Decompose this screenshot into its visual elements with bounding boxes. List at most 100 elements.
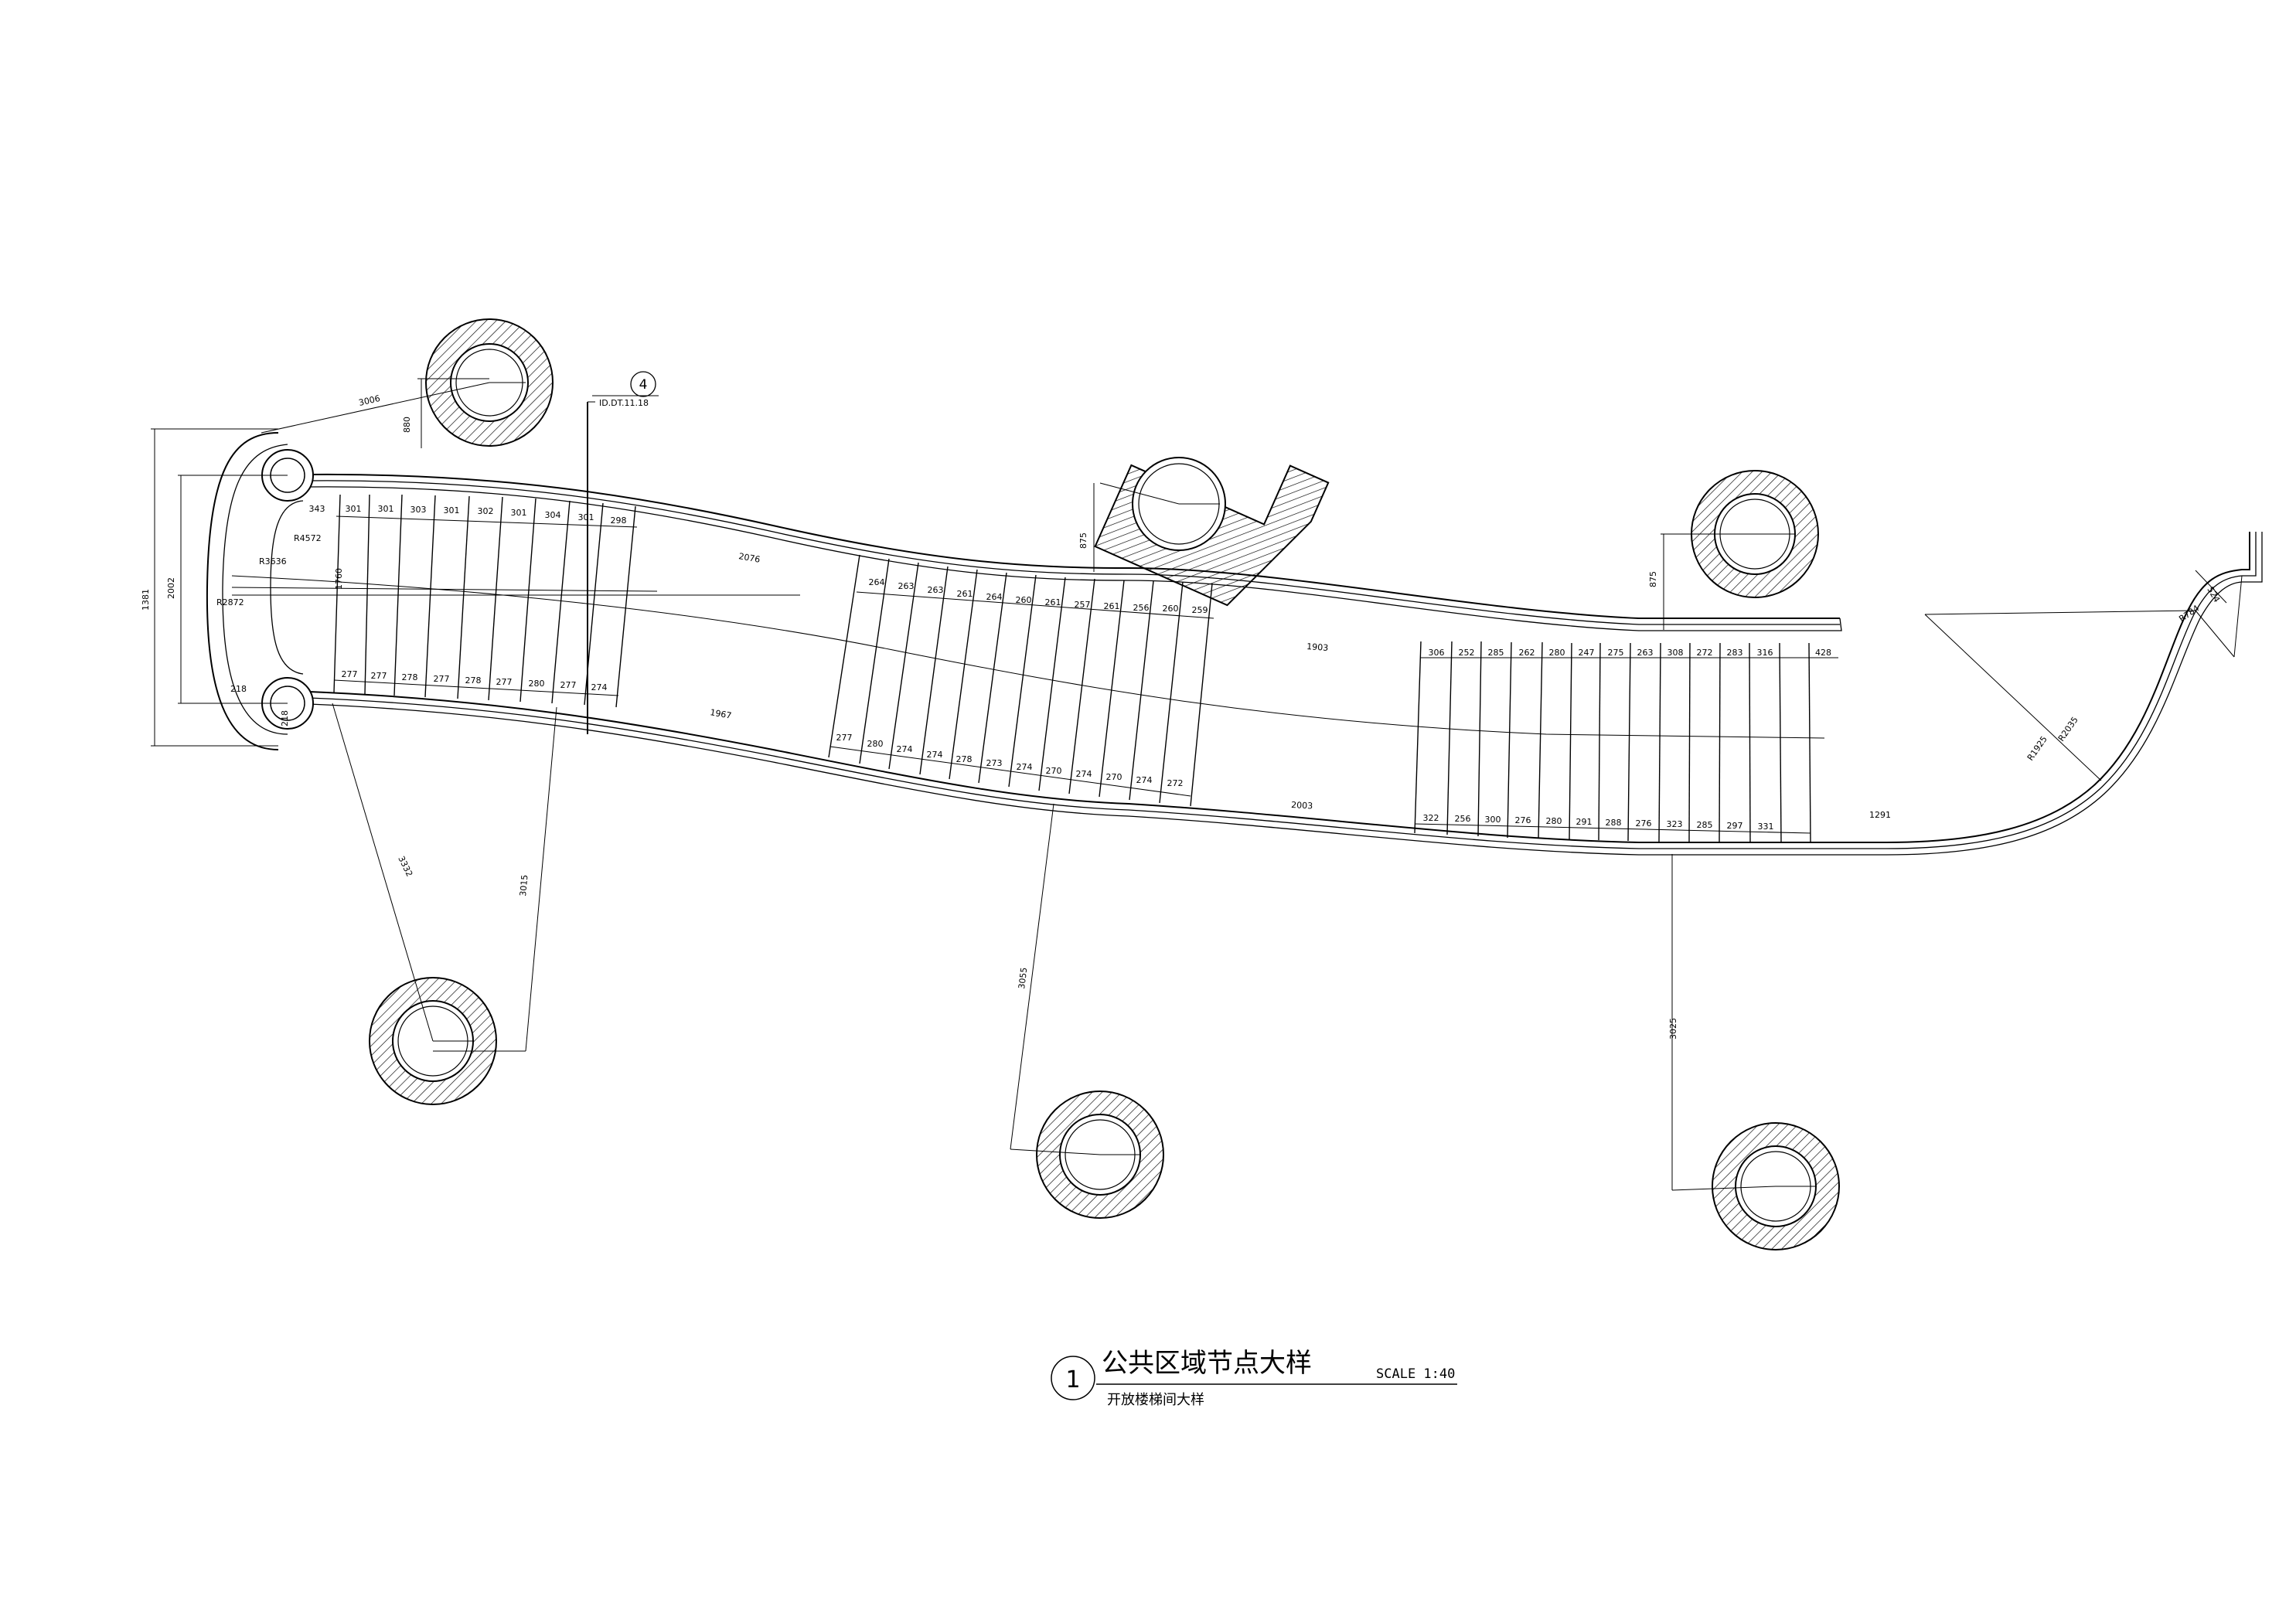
tread-label: 262	[1519, 648, 1535, 658]
dim-col-e: 3015	[518, 874, 530, 897]
tread-label: 277	[371, 671, 387, 681]
tread-label: 277	[434, 674, 450, 684]
drawing-title: 公共区域节点大样	[1102, 1348, 1312, 1379]
tread-label: 274	[1136, 775, 1153, 785]
stair-outline	[206, 432, 2263, 856]
tread-label: 322	[1423, 813, 1439, 823]
tread-label: 274	[927, 750, 943, 760]
tread-label: 306	[1429, 648, 1445, 658]
tread-label: 272	[1697, 648, 1713, 658]
tread-label: 301	[378, 504, 394, 514]
tread-label: 261	[1045, 597, 1061, 607]
tread-label: 280	[867, 739, 884, 749]
tread-label: 323	[1667, 819, 1683, 829]
tread-label: 277	[496, 677, 513, 687]
tread-label: 302	[478, 506, 494, 516]
dim-landing-top-1: 2076	[738, 551, 761, 565]
tread-label: 274	[591, 682, 608, 692]
tread-label: 301	[346, 504, 362, 514]
tread-label: 257	[1075, 600, 1091, 610]
tread-label: 301	[578, 512, 594, 522]
drawing-subtitle: 开放楼梯间大样	[1107, 1392, 1204, 1408]
tread-label: 288	[1606, 818, 1622, 828]
dim-col-f: 3055	[1017, 967, 1029, 989]
tread-label: 276	[1515, 815, 1531, 825]
dim-end-r4: 524	[2205, 585, 2222, 604]
tread-label: 285	[1697, 820, 1713, 830]
tread-label: 276	[1636, 818, 1652, 829]
tread-label: 274	[1017, 762, 1033, 772]
tread-label: 297	[1727, 821, 1743, 831]
callout-reference: ID.DT.11.18	[599, 398, 649, 408]
dim-col-b: 875	[1078, 532, 1088, 549]
tread-label: 264	[986, 592, 1003, 602]
tread-label: 300	[1485, 815, 1501, 825]
tread-label: 274	[897, 744, 913, 754]
detail-callout: 4 ID.DT.11.18	[592, 371, 659, 408]
tread-label: 252	[1459, 648, 1475, 658]
drawing-scale: SCALE 1:40	[1376, 1366, 1455, 1382]
callout-number: 4	[639, 377, 648, 393]
radius-r1: R4572	[294, 533, 322, 543]
tread-label: 270	[1106, 772, 1122, 782]
tread-label: 256	[1455, 814, 1471, 824]
dim-landing-bottom-1: 1967	[709, 707, 732, 721]
tread-label: 283	[1727, 648, 1743, 658]
tread-label: 280	[1549, 648, 1565, 658]
tread-label: 256	[1133, 603, 1150, 613]
tread-label: 272	[1167, 778, 1184, 788]
tread-label: 274	[1076, 769, 1092, 779]
dim-landing-top-2: 1903	[1306, 641, 1329, 653]
tread-label: 331	[1758, 822, 1774, 832]
dim-width-outer: 1381	[141, 589, 151, 611]
dim-end-r2: R1925	[2025, 734, 2049, 763]
tread-label: 275	[1608, 648, 1624, 658]
tread-label: 260	[1016, 595, 1032, 605]
tread-label: 259	[1192, 605, 1208, 615]
dim-tail-top: 428	[1815, 648, 1831, 658]
dim-width-inner: 2002	[166, 577, 176, 599]
tread-label: 263	[898, 581, 915, 591]
tread-label: 304	[545, 510, 561, 520]
radius-r3: R2872	[216, 597, 244, 607]
tread-label: 316	[1757, 648, 1773, 658]
tread-label: 280	[1546, 816, 1562, 826]
tread-label: 301	[511, 508, 527, 518]
tread-label: 261	[1104, 601, 1120, 611]
column-top-middle	[1094, 457, 1330, 607]
tread-label: 278	[402, 672, 418, 682]
radius-r2: R3636	[259, 556, 287, 567]
drawing-number: 1	[1065, 1366, 1080, 1393]
dim-col-d: 3332	[396, 855, 414, 879]
tread-label: 280	[529, 679, 545, 689]
treads	[333, 494, 1838, 843]
dim-col-c: 875	[1648, 571, 1658, 587]
tread-label: 278	[465, 675, 482, 686]
dim-width-small: 1760	[334, 568, 344, 590]
tread-label: 301	[444, 505, 460, 515]
tread-label: 261	[957, 589, 973, 599]
dim-col-a-offset: 880	[402, 417, 412, 433]
tread-label: 264	[869, 577, 885, 587]
tread-label: 277	[836, 733, 853, 743]
tread-labels: 343 301 301 303 301 302 301 304 301 298 …	[309, 504, 1774, 832]
tread-label: 270	[1046, 766, 1062, 776]
tread-label: 263	[1637, 648, 1654, 658]
dim-col-a: 3006	[358, 393, 381, 408]
tread-label: 298	[611, 515, 627, 526]
tread-label: 263	[928, 585, 944, 595]
tread-label: 277	[560, 680, 577, 690]
title-block: 1 公共区域节点大样 SCALE 1:40 开放楼梯间大样	[1051, 1348, 1457, 1408]
tread-label: 247	[1579, 648, 1595, 658]
tread-label: 273	[986, 758, 1003, 768]
tread-label: 277	[342, 669, 358, 679]
dim-col-g: 3025	[1668, 1018, 1678, 1039]
dim-left-small: 218	[230, 684, 247, 694]
dim-left-small-2: 218	[280, 710, 290, 726]
dim-end-r1: R2035	[2056, 715, 2080, 743]
tread-label: 303	[410, 505, 427, 515]
tread-label: 278	[956, 754, 973, 764]
dim-landing-bottom-2: 2003	[1291, 800, 1313, 811]
dim-end-r3: R784	[2177, 603, 2201, 624]
